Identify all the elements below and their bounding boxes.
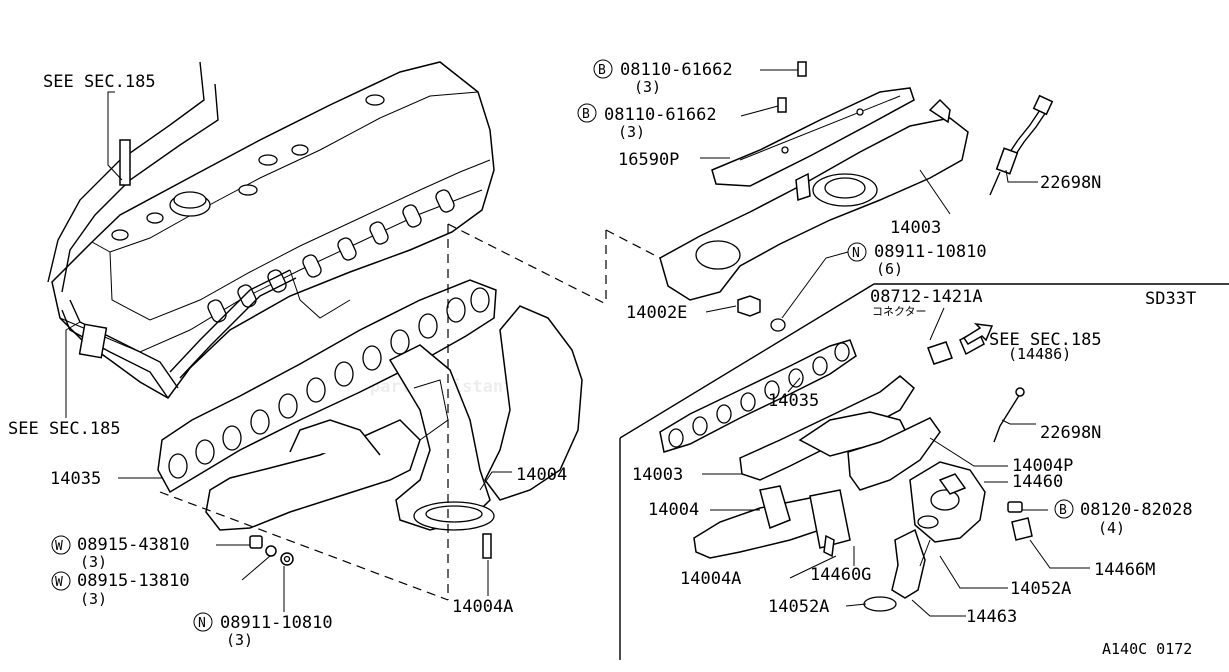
callout-part-number: 08911-10810 — [874, 242, 987, 262]
callout-part-number: 14002E — [626, 303, 687, 323]
assembly-guide-lines-left — [159, 223, 607, 601]
see-sec-label: SEE SEC.185 — [8, 419, 121, 439]
callout-part-number: 14460G — [810, 565, 871, 585]
badge-circle — [51, 571, 71, 591]
callout-part-number: 08110-61662 — [620, 60, 733, 80]
callout-badge: B — [598, 63, 606, 78]
badge-circle — [847, 242, 867, 262]
callout-badge: N — [852, 246, 860, 261]
callout-part-number: 08110-61662 — [604, 105, 717, 125]
badge-circle — [577, 103, 597, 123]
callout-part-number: 14460 — [1012, 472, 1063, 492]
callout-part-number: 14004A — [680, 569, 741, 589]
callout-part-number: 14035 — [50, 469, 101, 489]
callout-part-number: 08712-1421A — [870, 287, 983, 307]
callout-part-number: 22698N — [1040, 423, 1101, 443]
model-code: SD33T — [1145, 289, 1196, 309]
see-sec-label: SEE SEC.185 — [43, 72, 156, 92]
callout-quantity: (4) — [1098, 519, 1125, 537]
callout-part-number: 14052A — [768, 597, 829, 617]
callout-quantity: (3) — [80, 590, 107, 608]
callout-part-number: 14004 — [516, 465, 567, 485]
callout-part-number: 14463 — [966, 607, 1017, 627]
callout-part-number: 08915-43810 — [77, 535, 190, 555]
manifold-gasket-left — [157, 279, 497, 494]
badge-circle — [1054, 499, 1074, 519]
callout-part-number: 08911-10810 — [220, 613, 333, 633]
callout-part-number: 14003 — [632, 465, 683, 485]
leader-lines-right — [702, 307, 1090, 617]
badge-circle — [51, 535, 71, 555]
callout-part-number: 14466M — [1094, 560, 1155, 580]
callout-part-number: 14004A — [452, 597, 513, 617]
manifold-assembly-right — [659, 328, 1033, 612]
badge-circle — [193, 612, 213, 632]
callout-badge: N — [198, 616, 206, 631]
leader-lines-top-right — [700, 69, 1038, 319]
callout-badge: B — [582, 107, 590, 122]
sd33t-panel-border — [619, 283, 1229, 660]
callout-part-number: 14035 — [768, 391, 819, 411]
callout-part-number: 08915-13810 — [77, 571, 190, 591]
callout-quantity: (3) — [618, 123, 645, 141]
diagram-code: A140C 0172 — [1102, 640, 1192, 658]
callout-part-number: 14052A — [1010, 579, 1071, 599]
heat-shield-and-inlet — [659, 61, 1054, 332]
hardware-left — [249, 533, 492, 566]
callout-quantity: (3) — [226, 631, 253, 649]
callout-quantity: (6) — [876, 260, 903, 278]
callout-labels: SEE SEC.185 SEE SEC.185 SEE SEC.185 (144… — [8, 59, 1196, 658]
callout-part-number: 14003 — [890, 218, 941, 238]
callout-badge: W — [55, 539, 63, 554]
leader-lines-left — [65, 91, 512, 612]
see-sec-label: SEE SEC.185 — [989, 330, 1102, 350]
callout-part-number: 14004P — [1012, 456, 1073, 476]
exhaust-manifold-left — [205, 305, 583, 531]
callout-quantity: (3) — [634, 78, 661, 96]
callout-badge: W — [55, 575, 63, 590]
callout-part-number: 22698N — [1040, 173, 1101, 193]
assembly-guide-lines-top-right — [605, 229, 661, 304]
callout-part-number: 14004 — [648, 500, 699, 520]
badge-circle — [593, 59, 613, 79]
arrow-to-sec185 — [962, 322, 994, 345]
callout-part-number: 08120-82028 — [1080, 500, 1193, 520]
callout-quantity: (3) — [80, 553, 107, 571]
callout-note: コネクター — [872, 305, 927, 318]
cylinder-head-illustration — [47, 61, 495, 399]
callout-part-number: 16590P — [618, 150, 679, 170]
see-sec-ref: (14486) — [1008, 345, 1071, 363]
callout-badge: B — [1059, 503, 1067, 518]
